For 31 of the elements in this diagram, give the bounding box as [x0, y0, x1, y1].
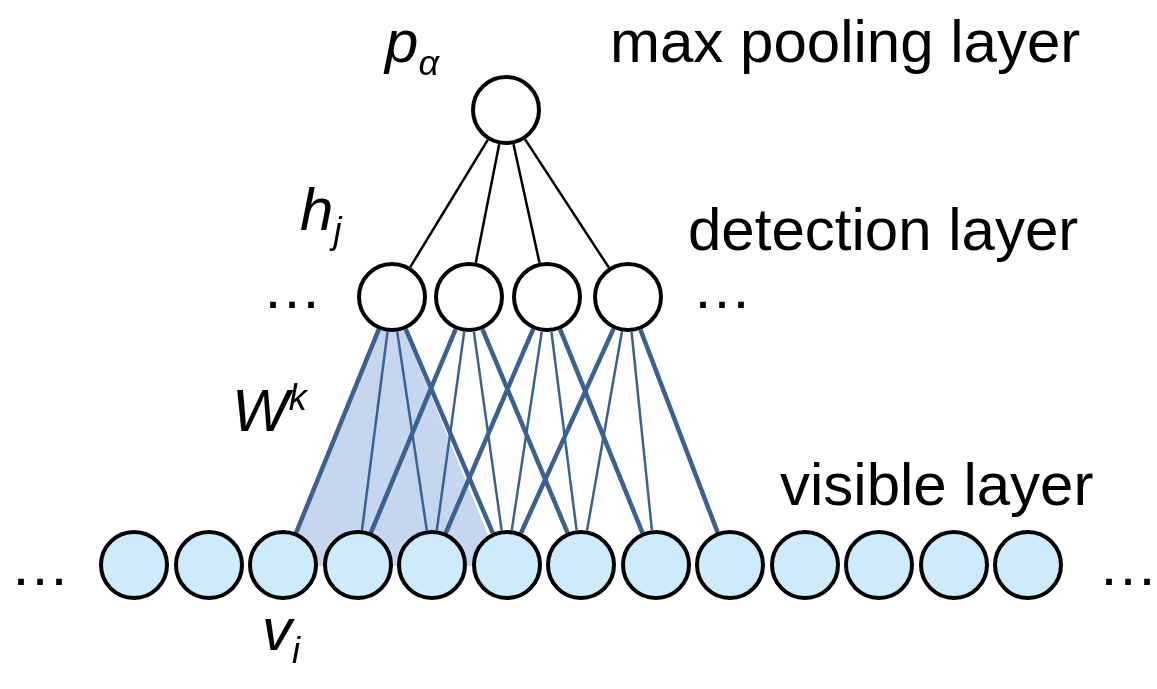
layer-label: max pooling layer — [610, 12, 1081, 72]
connection-line — [395, 331, 429, 531]
connection-line — [510, 331, 543, 531]
layer-label: … — [1098, 535, 1157, 595]
connection-line — [474, 144, 501, 263]
connection-line — [630, 331, 654, 531]
variable-label: h$_{j}$ — [300, 180, 342, 249]
connection-line — [443, 328, 536, 534]
connection-line — [472, 331, 503, 531]
layer-label: … — [10, 535, 70, 595]
layer-label: detection layer — [688, 200, 1079, 260]
connection-line — [409, 139, 489, 268]
connection-line — [435, 331, 466, 531]
layer-label: … — [692, 258, 752, 318]
connection-line — [550, 331, 578, 531]
variable-label: v$_{i}$ — [262, 600, 300, 669]
connection-line — [480, 328, 570, 534]
layer-label: … — [262, 258, 322, 318]
connection-line — [558, 328, 645, 534]
connection-line — [585, 331, 624, 531]
connection-line — [638, 328, 720, 534]
weight-label: W$^{k}$ — [232, 380, 307, 441]
variable-label: p$_{α}$ — [385, 12, 439, 81]
connection-line — [518, 327, 616, 535]
connection-line — [403, 328, 495, 534]
layer-label: visible layer — [780, 455, 1094, 515]
connection-line — [368, 328, 458, 534]
connection-line — [512, 143, 541, 264]
connection-line — [360, 331, 389, 531]
connection-line — [294, 328, 381, 534]
connection-line — [524, 138, 610, 269]
